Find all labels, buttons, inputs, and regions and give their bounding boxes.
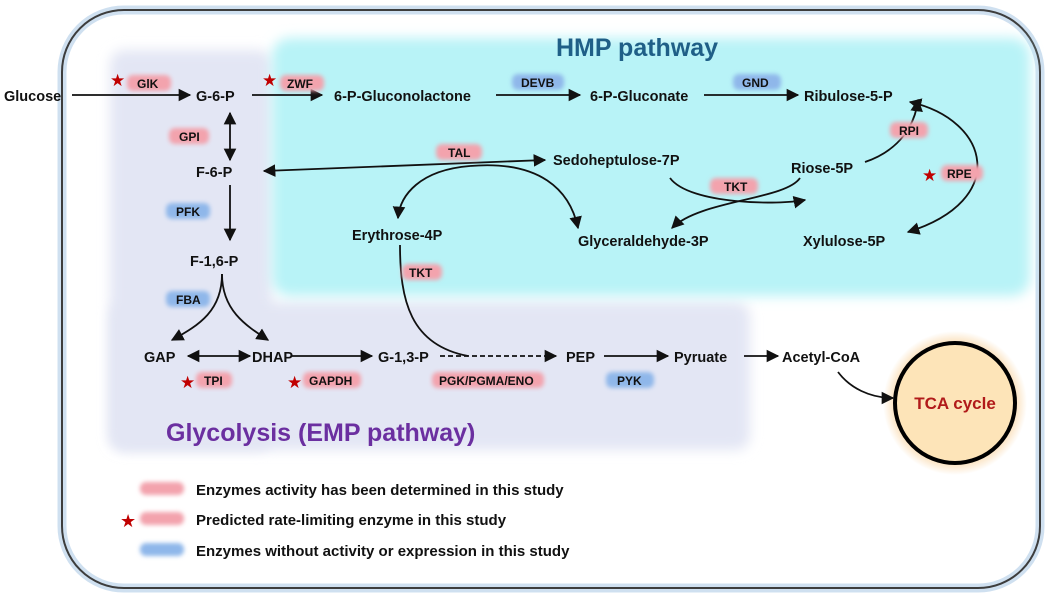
enzyme-rpe: RPE: [947, 167, 972, 181]
legend: Enzymes activity has been determined in …: [120, 482, 570, 560]
met-f16p: F-1,6-P: [190, 254, 239, 270]
met-sedoheptulose7p: Sedoheptulose-7P: [553, 153, 680, 169]
enzyme-gapdh: GAPDH: [309, 374, 352, 388]
met-erythrose4p: Erythrose-4P: [352, 228, 443, 244]
star-rpe: ★: [922, 166, 937, 186]
hmp-title: HMP pathway: [556, 34, 718, 62]
met-dhap: DHAP: [252, 350, 293, 366]
met-glyceraldehyde3p: Glyceraldehyde-3P: [578, 234, 709, 250]
enzyme-glk: GlK: [137, 77, 159, 91]
met-gluconolactone: 6-P-Gluconolactone: [334, 89, 471, 105]
enzyme-zwf: ZWF: [287, 77, 313, 91]
enzyme-pgk: PGK/PGMA/ENO: [439, 374, 534, 388]
legend-star: ★: [120, 511, 136, 532]
enzyme-tkt-erythrose: TKT: [409, 266, 433, 280]
legend-no-activity: Enzymes without activity or expression i…: [196, 543, 570, 560]
star-zwf: ★: [262, 71, 277, 91]
met-acetylcoa: Acetyl-CoA: [782, 350, 861, 366]
enzyme-rpi: RPI: [899, 124, 919, 138]
enzyme-pyk: PYK: [617, 374, 642, 388]
met-g13p: G-1,3-P: [378, 350, 429, 366]
enzyme-tkt-hmp: TKT: [724, 180, 748, 194]
enzyme-fba: FBA: [176, 293, 201, 307]
star-glk: ★: [110, 71, 125, 91]
star-tpi: ★: [180, 373, 195, 393]
legend-rate-limiting: Predicted rate-limiting enzyme in this s…: [196, 512, 507, 529]
tca-label: TCA cycle: [914, 394, 996, 413]
enzyme-gnd: GND: [742, 76, 769, 90]
enzyme-tpi: TPI: [204, 374, 223, 388]
emp-title: Glycolysis (EMP pathway): [166, 419, 475, 447]
met-pyruate: Pyruate: [674, 350, 727, 366]
hmp-area: [272, 38, 1030, 296]
met-pep: PEP: [566, 350, 595, 366]
met-glucose: Glucose: [4, 89, 61, 105]
star-gapdh: ★: [287, 373, 302, 393]
enzyme-devb: DEVB: [521, 76, 555, 90]
met-gap: GAP: [144, 350, 176, 366]
legend-determined: Enzymes activity has been determined in …: [196, 482, 564, 499]
tca-cycle: [893, 341, 1017, 465]
enzyme-tal: TAL: [448, 146, 470, 160]
enzyme-gpi: GPI: [179, 130, 200, 144]
met-g6p: G-6-P: [196, 89, 235, 105]
met-gluconate: 6-P-Gluconate: [590, 89, 688, 105]
met-riose5p: Riose-5P: [791, 161, 853, 177]
met-xylulose5p: Xylulose-5P: [803, 234, 886, 250]
met-ribulose5p: Ribulose-5-P: [804, 89, 893, 105]
enzyme-pfk: PFK: [176, 205, 200, 219]
met-f6p: F-6-P: [196, 165, 233, 181]
